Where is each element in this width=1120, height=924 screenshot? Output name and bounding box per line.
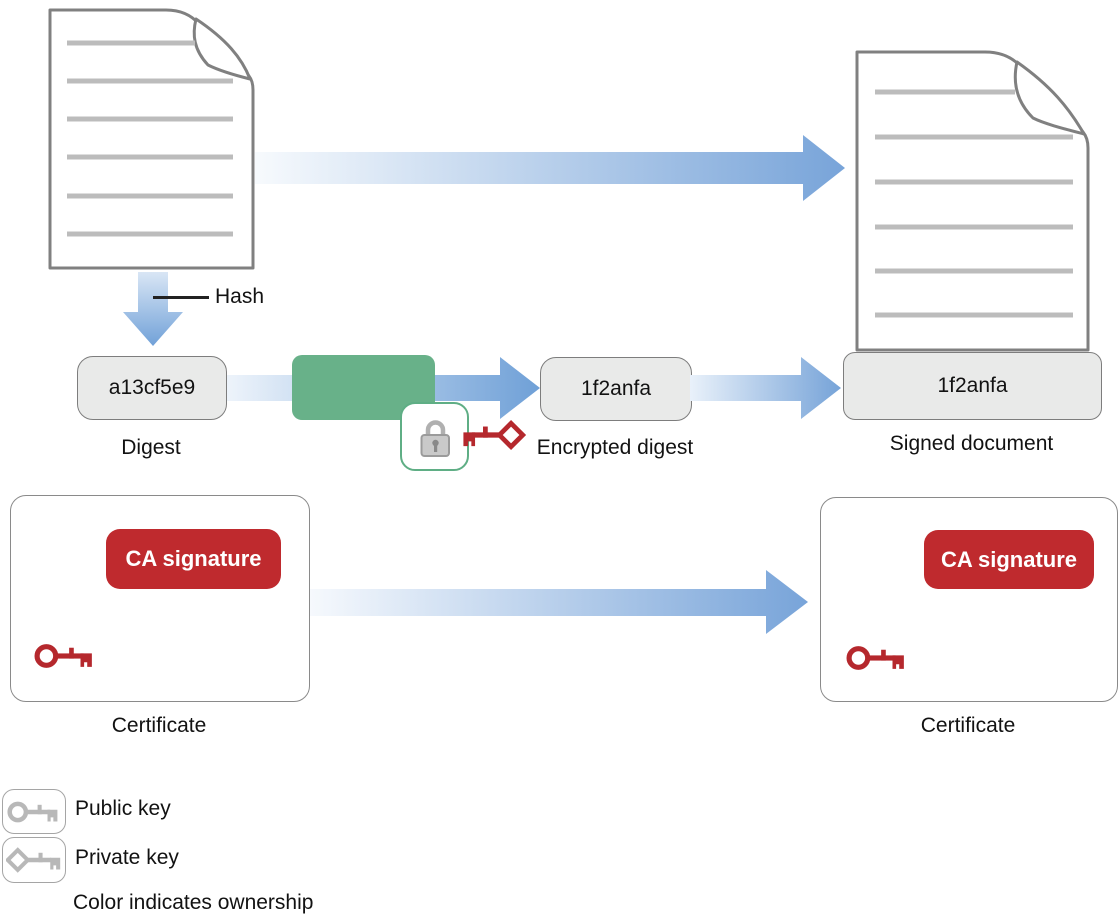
encrypted-digest-value: 1f2anfa [580,377,652,400]
public-key-icon-gray [7,801,58,822]
private-key-icon-gray [6,847,61,873]
public-key-icon-red [846,646,904,670]
legend-private-key-box [2,837,66,883]
hash-arrow [123,272,183,346]
certificate-left-label: Certificate [111,714,207,737]
legend-private-key-label: Private key [75,846,179,869]
ca-signature-text: CA signature [125,546,262,571]
arrow-encrypted-to-signed [690,357,841,419]
digest-value: a13cf5e9 [108,376,196,399]
lock-icon [420,419,450,457]
arrow-document-to-signed [255,135,845,201]
ca-signature-badge: CA signature [106,529,281,589]
legend-public-key-box [2,789,66,834]
encrypted-digest-box: 1f2anfa [540,357,692,421]
public-key-icon-red [34,644,92,668]
hash-callout-line [153,296,209,299]
hash-label: Hash [215,285,265,308]
private-key-icon-red [463,419,526,451]
original-document-icon [48,8,255,270]
signed-document-label: Signed document [889,432,1054,455]
certificate-right: CA signature [820,497,1118,702]
signed-document-value: 1f2anfa [937,374,1008,397]
certificate-left: CA signature [10,495,310,702]
signed-document-icon [855,50,1090,352]
ca-signature-badge: CA signature [924,530,1094,589]
certificate-right-label: Certificate [920,714,1016,737]
signed-document-box: 1f2anfa [843,352,1102,420]
legend-public-key-label: Public key [75,797,171,820]
digest-label: Digest [121,436,181,459]
ca-signature-text: CA signature [940,546,1078,572]
legend-ownership-note: Color indicates ownership [73,891,314,914]
arrow-certificate-to-certificate [310,570,808,634]
encrypted-digest-label: Encrypted digest [536,436,694,459]
digest-box: a13cf5e9 [77,356,227,420]
